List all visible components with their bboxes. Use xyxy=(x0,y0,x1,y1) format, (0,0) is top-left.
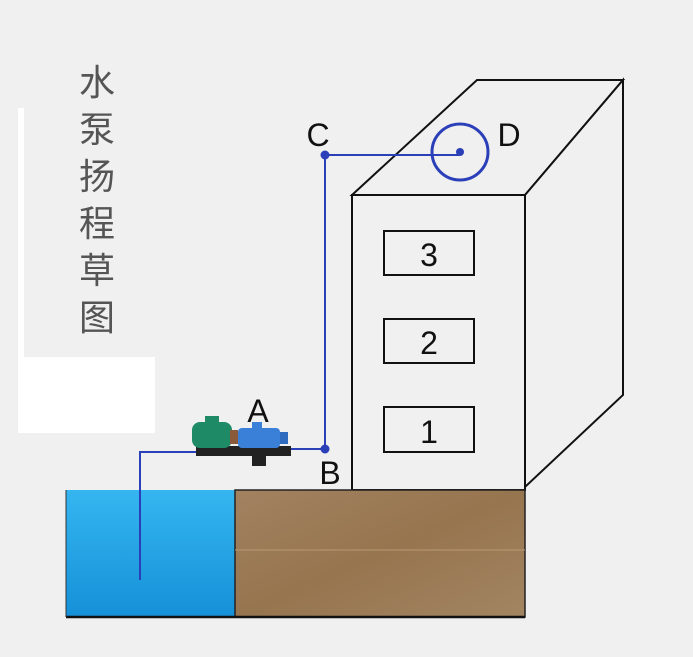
title-char: 水 xyxy=(79,63,115,104)
title-char: 扬 xyxy=(79,157,115,198)
floor-1-window xyxy=(383,406,475,453)
pump-icon xyxy=(192,416,291,466)
ground xyxy=(234,489,526,618)
floor-3-window xyxy=(383,230,475,276)
point-d-circle xyxy=(430,122,490,182)
point-d-label: D xyxy=(497,117,520,153)
point-d-dot xyxy=(456,148,464,156)
title-char: 泵 xyxy=(79,110,115,151)
point-c-dot xyxy=(320,150,330,160)
floor-label: 2 xyxy=(420,325,438,361)
point-b-label: B xyxy=(319,455,340,491)
title-char: 图 xyxy=(79,298,115,339)
point-a-label: A xyxy=(247,393,269,429)
title-char: 程 xyxy=(79,204,115,245)
building xyxy=(349,77,626,491)
white-strip xyxy=(18,108,24,358)
floor-label: 3 xyxy=(420,237,438,273)
white-box xyxy=(18,357,155,433)
water-pool xyxy=(66,490,235,617)
floor-label: 1 xyxy=(420,414,438,450)
pipe xyxy=(139,154,460,580)
floor-2-window xyxy=(383,318,475,364)
title-char: 草 xyxy=(79,251,115,292)
point-b-dot xyxy=(320,444,330,454)
point-c-label: C xyxy=(306,117,329,153)
diagram-title: 水 泵 扬 程 草 图 xyxy=(79,63,115,339)
